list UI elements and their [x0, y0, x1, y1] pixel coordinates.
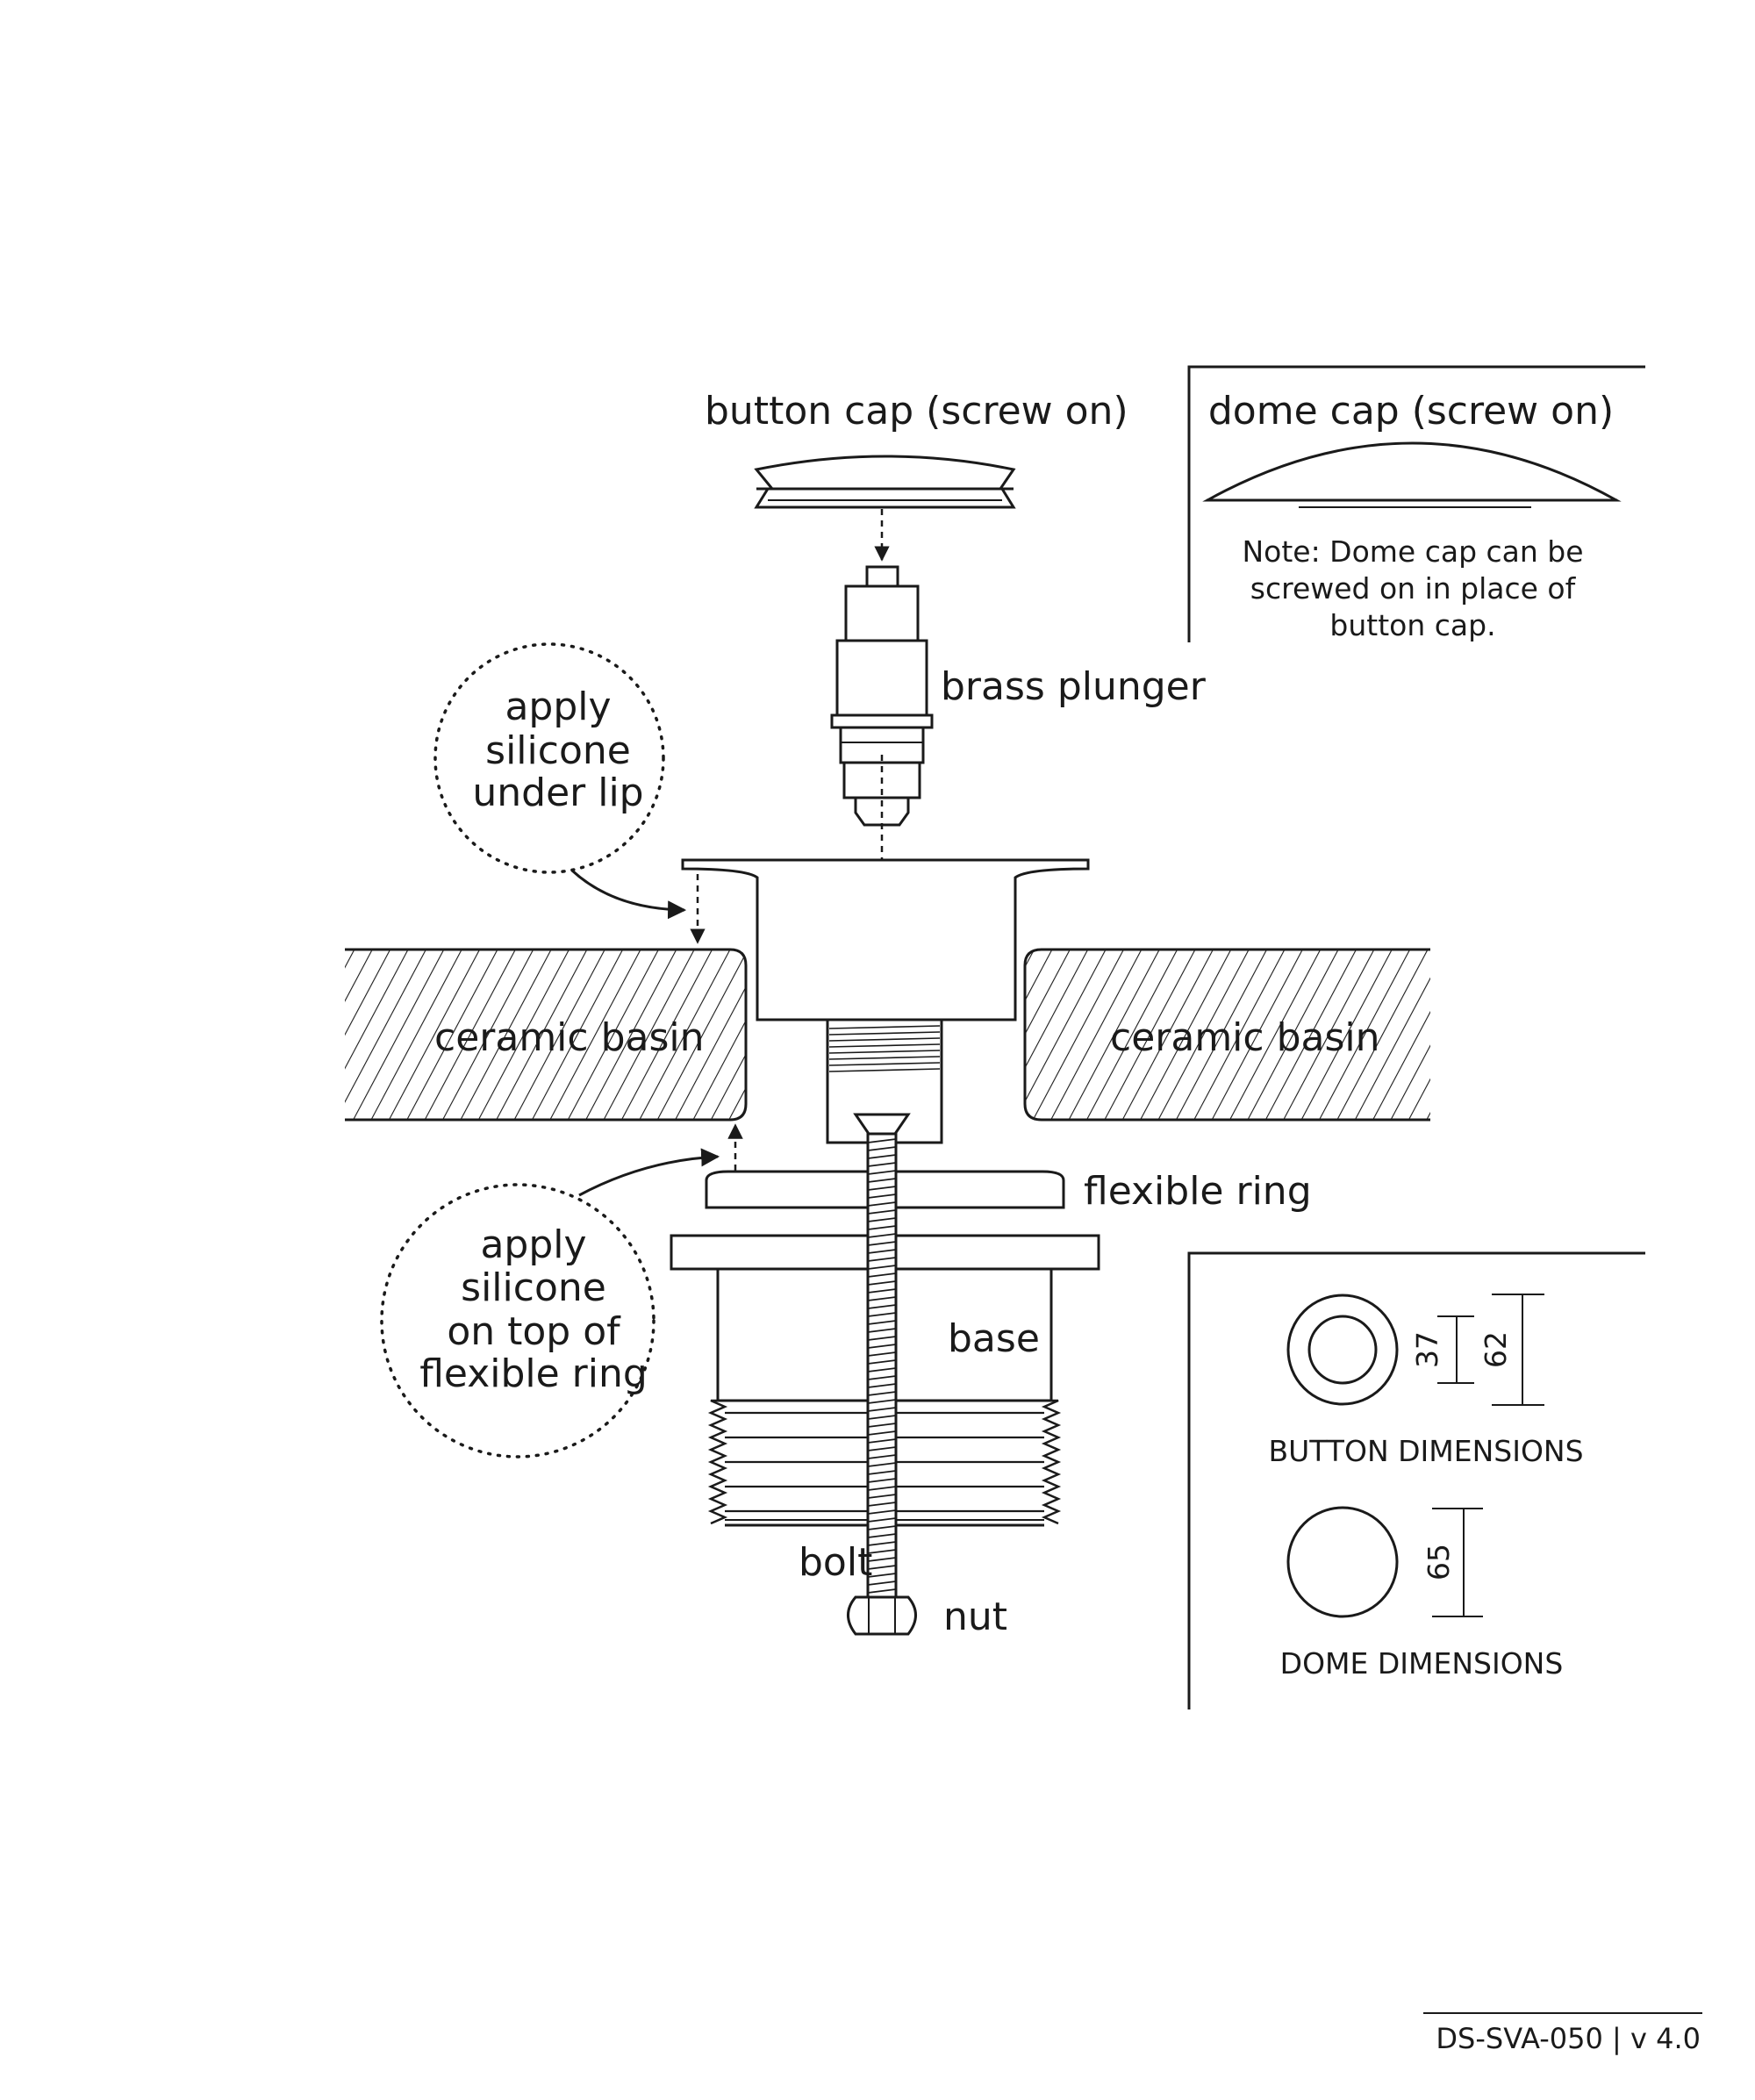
callout-top-ring-line-4: flexible ring: [419, 1351, 648, 1396]
dome-circle: [1286, 1506, 1399, 1618]
callout-under-lip-arrow: [570, 869, 687, 920]
brass-plunger-label: brass plunger: [941, 664, 1207, 709]
ceramic-basin-left-label: ceramic basin: [434, 1015, 705, 1060]
bolt-label: bolt: [799, 1540, 872, 1585]
dome-note-line-2: screwed on in place of: [1250, 571, 1577, 606]
button-cap-label: button cap (screw on): [705, 389, 1128, 434]
callout-top-ring: [380, 1183, 655, 1459]
button-dimensions-label: BUTTON DIMENSIONS: [1268, 1434, 1583, 1468]
ceramic-basin-right-label: ceramic basin: [1110, 1015, 1380, 1060]
nut: [847, 1595, 917, 1636]
brass-plunger: [830, 565, 934, 827]
dome-note-line-3: button cap.: [1329, 608, 1495, 642]
callout-under-lip: [433, 642, 665, 874]
dome-cap-title: dome cap (screw on): [1208, 389, 1614, 434]
button-outer-dimension: 62: [1479, 1331, 1513, 1368]
dome-dimensions-label: DOME DIMENSIONS: [1280, 1646, 1564, 1681]
dome-note-line-1: Note: Dome cap can be: [1242, 534, 1583, 569]
dome-dimension: 65: [1422, 1544, 1456, 1580]
waste-body: [681, 858, 1090, 1144]
button-cap: [754, 455, 1016, 509]
dimensions-panel: 37 62 BUTTON DIMENSIONS 65 DOME DIMENSIO…: [1187, 1251, 1645, 1709]
callout-under-lip-line-1: apply: [505, 684, 611, 729]
button-inner-dimension: 37: [1410, 1331, 1444, 1368]
callout-top-ring-line-3: on top of: [447, 1309, 621, 1354]
flexible-ring-label: flexible ring: [1084, 1169, 1312, 1214]
callout-top-ring-arrow: [578, 1148, 720, 1197]
callout-under-lip-line-3: under lip: [472, 770, 643, 815]
button-outer-circle: [1286, 1294, 1399, 1406]
dome-cap-panel: dome cap (screw on) Note: Dome cap can b…: [1187, 365, 1645, 642]
ceramic-basin-right: [1023, 948, 1430, 1122]
callout-top-ring-line-1: apply: [480, 1222, 586, 1267]
button-inner-circle: [1307, 1315, 1378, 1385]
ceramic-basin-left: [345, 948, 748, 1122]
callout-under-lip-line-2: silicone: [485, 728, 631, 773]
callout-top-ring-line-2: silicone: [461, 1265, 606, 1310]
document-id: DS-SVA-050 | v 4.0: [1436, 2022, 1701, 2055]
nut-label: nut: [943, 1595, 1007, 1639]
base-label: base: [948, 1316, 1040, 1361]
